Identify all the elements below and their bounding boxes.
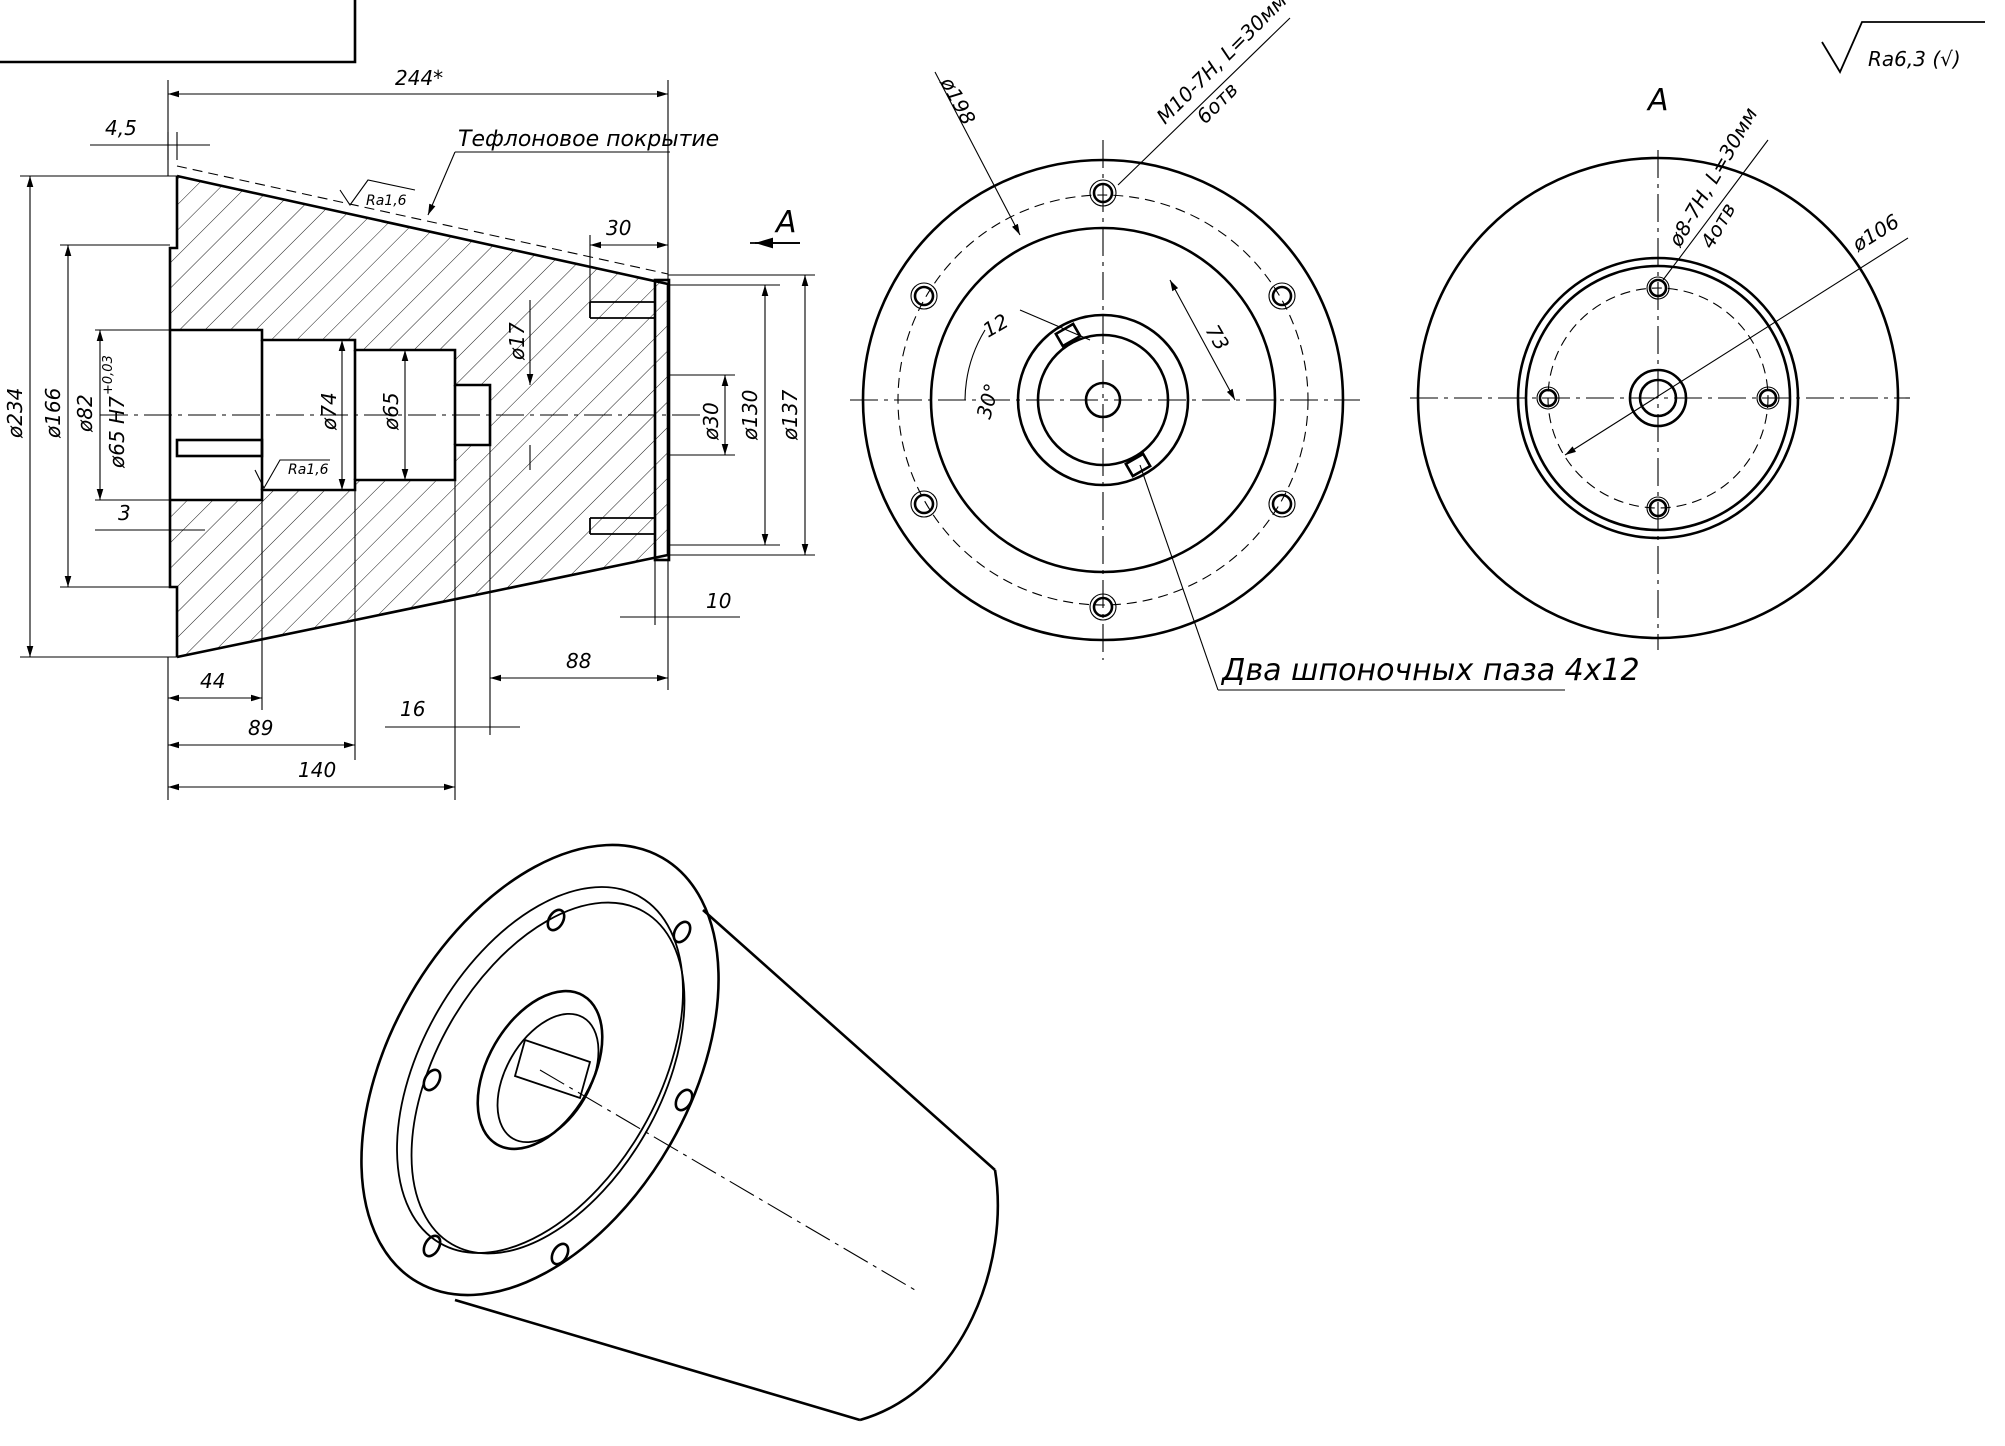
end-view-left: ø198 М10-7H, L=30мм 6отв 12 73 30° Два ш… [850, 0, 1640, 691]
dim-key-width: 12 [979, 309, 1013, 343]
svg-text:Ra1,6: Ra1,6 [366, 193, 407, 209]
dim-key-73: 73 [1201, 321, 1235, 355]
dim-d234: ø234 [3, 388, 27, 439]
bolt-holes-4 [1536, 276, 1780, 520]
threaded-hole-bottom [589, 517, 655, 535]
keyway [175, 438, 264, 458]
view-label-a: А [1646, 83, 1669, 118]
dim-len44: 44 [200, 669, 225, 693]
dim-d106: ø106 [1847, 209, 1903, 257]
dim-angle: 30° [972, 381, 1004, 421]
roughness-mark-2: Ra1,6 [254, 459, 330, 490]
dim-groove-depth: 3 [118, 501, 131, 525]
section-outline [168, 174, 670, 659]
end-view-right: А ø8-7H, L=30мм 4отв ø106 [1410, 83, 1910, 650]
dim-d198: ø198 [935, 72, 980, 129]
section-hatch [170, 176, 668, 657]
dim-bore-step: 30 [606, 216, 631, 240]
surface-finish-label: Ra6,3 (√) [1868, 47, 1961, 71]
dim-d82: ø82 [73, 394, 97, 433]
surface-finish-symbol: Ra6,3 (√) [1821, 21, 1985, 74]
coating-line [176, 165, 669, 275]
dim-len89: 89 [248, 716, 273, 740]
title-frame [0, 0, 357, 64]
coating-note: Тефлоновое покрытие [458, 127, 719, 152]
iso-bolt-holes [422, 908, 694, 1266]
dimensions: 244* 4,5 3 30 ø234 ø166 ø82 [3, 66, 815, 800]
svg-text:Ra1,6: Ra1,6 [288, 462, 329, 478]
bolt-holes-6 [910, 179, 1296, 621]
view-marker: А [774, 205, 797, 240]
threaded-hole-top [589, 301, 655, 319]
dim-len88: 88 [566, 649, 591, 673]
dim-d74: ø74 [317, 392, 341, 431]
flange-plate [653, 278, 671, 562]
coating-leader: Тефлоновое покрытие [427, 127, 719, 216]
dim-len10: 10 [706, 589, 731, 613]
dim-d17: ø17 [505, 322, 529, 361]
keyway-note: Два шпоночных паза 4x12 [1220, 653, 1640, 688]
dim-overall-length: 244* [395, 66, 443, 90]
dim-d130: ø130 [738, 390, 762, 441]
section-view: 244* 4,5 3 30 ø234 ø166 ø82 [3, 66, 815, 800]
dim-d65-h7: ø65 H7 [105, 396, 129, 469]
dim-tolerance: +0,03 [101, 355, 116, 395]
roughness-mark-1: Ra1,6 [339, 179, 416, 209]
dim-len140: 140 [298, 758, 336, 782]
dim-len16: 16 [400, 697, 425, 721]
dim-flange-step: 4,5 [105, 116, 137, 140]
view-arrow-a: А [750, 205, 800, 249]
dim-d137: ø137 [778, 389, 802, 441]
dim-d166: ø166 [41, 388, 65, 439]
isometric-view [360, 843, 1000, 1422]
dim-d65: ø65 [379, 392, 403, 431]
dim-d30: ø30 [699, 402, 723, 441]
